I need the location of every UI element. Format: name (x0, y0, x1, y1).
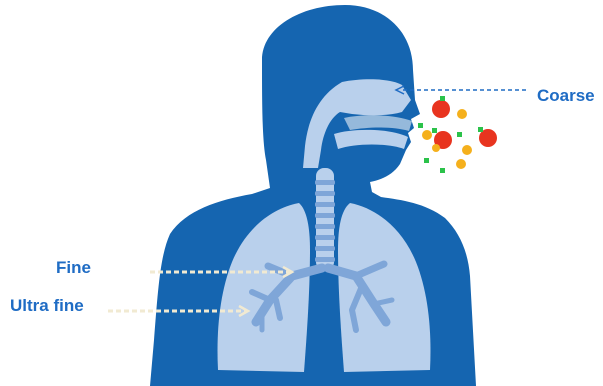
medium-particle (422, 130, 432, 140)
particle-cloud (418, 96, 497, 173)
fine-particle (418, 123, 423, 128)
fine-particle (457, 132, 462, 137)
ultra-fine-label: Ultra fine (10, 296, 84, 316)
fine-particle (440, 168, 445, 173)
coarse-label: Coarse (537, 86, 595, 106)
coarse-particle (432, 100, 450, 118)
trachea-icon (315, 168, 335, 270)
medium-particle (457, 109, 467, 119)
fine-particle (432, 128, 437, 133)
medium-particle (432, 144, 440, 152)
fine-particle (440, 96, 445, 101)
fine-label: Fine (56, 258, 91, 278)
fine-particle (424, 158, 429, 163)
medium-particle (462, 145, 472, 155)
fine-particle (478, 127, 483, 132)
medium-particle (456, 159, 466, 169)
